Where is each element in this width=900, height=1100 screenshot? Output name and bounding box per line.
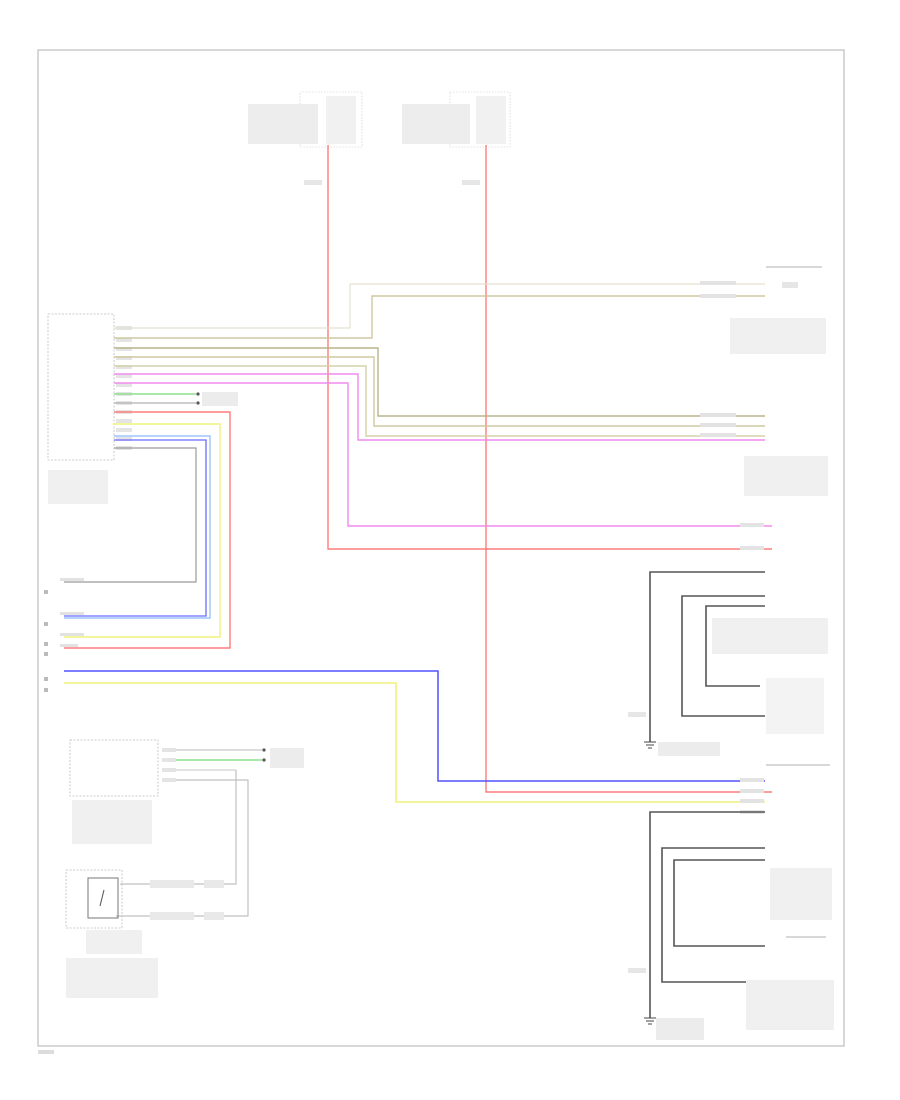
- coolant-temp-label: [730, 318, 826, 354]
- powertrain-label: [746, 980, 834, 1030]
- left-connector-stubs: [44, 578, 84, 656]
- wire-olive-2: [114, 356, 765, 427]
- wire-blue-cross: [64, 670, 765, 782]
- engine-control-module: [47, 313, 115, 461]
- wire-yellow-ecm: [64, 423, 221, 638]
- wire-dark-lower-1: [649, 811, 765, 1018]
- right-connector-stubs: [700, 281, 764, 814]
- fuse-block-left: [248, 91, 363, 148]
- headlamp-switch-label: [712, 618, 828, 654]
- cluster-label: [744, 456, 828, 496]
- wire-dark-upper-2: [681, 595, 765, 717]
- wire-yellow-cross: [64, 682, 765, 803]
- wire-dark-upper-1: [649, 571, 765, 742]
- pcm-label: [770, 868, 832, 920]
- dimmer-label: [766, 678, 824, 734]
- tcm-label: [72, 800, 152, 844]
- sensor-icon: [87, 877, 119, 919]
- wire-tan-1: [114, 283, 765, 329]
- red-feed-right: [485, 145, 772, 793]
- wire-olive-1: [114, 347, 765, 417]
- footer-code: [38, 1050, 54, 1054]
- ground-icon: [262, 748, 304, 768]
- wire-gray-ecm: [64, 447, 197, 583]
- input-speed-sensor-label: [66, 958, 158, 998]
- ground-icon: [644, 1017, 704, 1040]
- wire-blue-ecm: [64, 439, 207, 617]
- tcm-pin-labels: [162, 748, 176, 782]
- red-feed-left: [327, 145, 772, 550]
- trans-fluid-temp-sensor-box: [65, 869, 123, 929]
- wire-dark-lower-3: [673, 859, 765, 947]
- wire-tan-2: [114, 295, 765, 339]
- ground-icon: [644, 741, 720, 756]
- wire-magenta-2: [114, 382, 772, 527]
- wire-red-ecm: [64, 411, 231, 649]
- ecm-label-block: [48, 470, 108, 504]
- wire-olive-3: [114, 365, 765, 437]
- wire-lightblue-ecm: [64, 435, 211, 619]
- diagram-frame: [37, 49, 845, 1047]
- wire-dark-upper-3: [705, 605, 765, 687]
- ecm-pin-labels: [116, 326, 132, 450]
- ground-icon: [196, 392, 238, 406]
- wire-dark-lower-2: [661, 847, 765, 983]
- trans-sensor-label: [86, 930, 142, 954]
- wire-magenta-1: [114, 373, 765, 441]
- fuse-block-right: [402, 91, 511, 148]
- transmission-control-module: [69, 739, 159, 797]
